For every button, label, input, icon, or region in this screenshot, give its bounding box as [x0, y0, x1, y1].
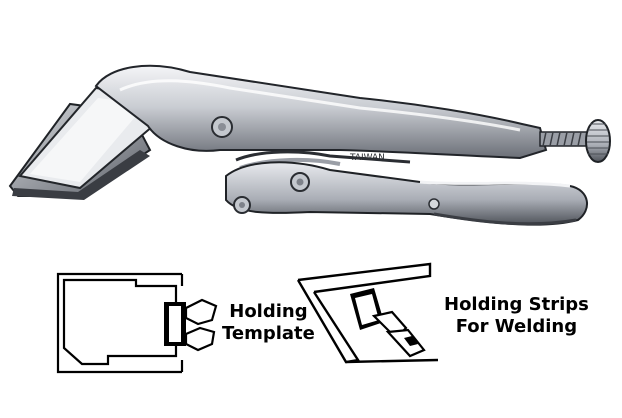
adjustment-screw [539, 119, 611, 163]
locking-sheet-metal-pliers: TAIWAN [8, 64, 611, 226]
upper-handle [94, 64, 548, 160]
caption-holding-strips-line-1: Holding Strips [444, 294, 589, 315]
holding-template-diagram [56, 272, 218, 374]
adjustment-knob-icon [585, 119, 611, 163]
clamp-jaw-icon [164, 298, 218, 352]
caption-holding-strips: Holding Strips For Welding [444, 294, 589, 338]
caption-holding-template: Holding Template [222, 301, 315, 345]
caption-holding-strips-line-2: For Welding [455, 316, 578, 337]
caption-holding-template-line-2: Template [222, 323, 315, 344]
stamp-text: TAIWAN [349, 153, 385, 163]
clamp-jaw-icon [350, 288, 426, 358]
lower-handle [225, 161, 588, 226]
caption-holding-template-line-1: Holding [229, 301, 308, 322]
holding-strips-diagram [296, 262, 439, 364]
release-lever-rivet-icon [428, 198, 440, 210]
